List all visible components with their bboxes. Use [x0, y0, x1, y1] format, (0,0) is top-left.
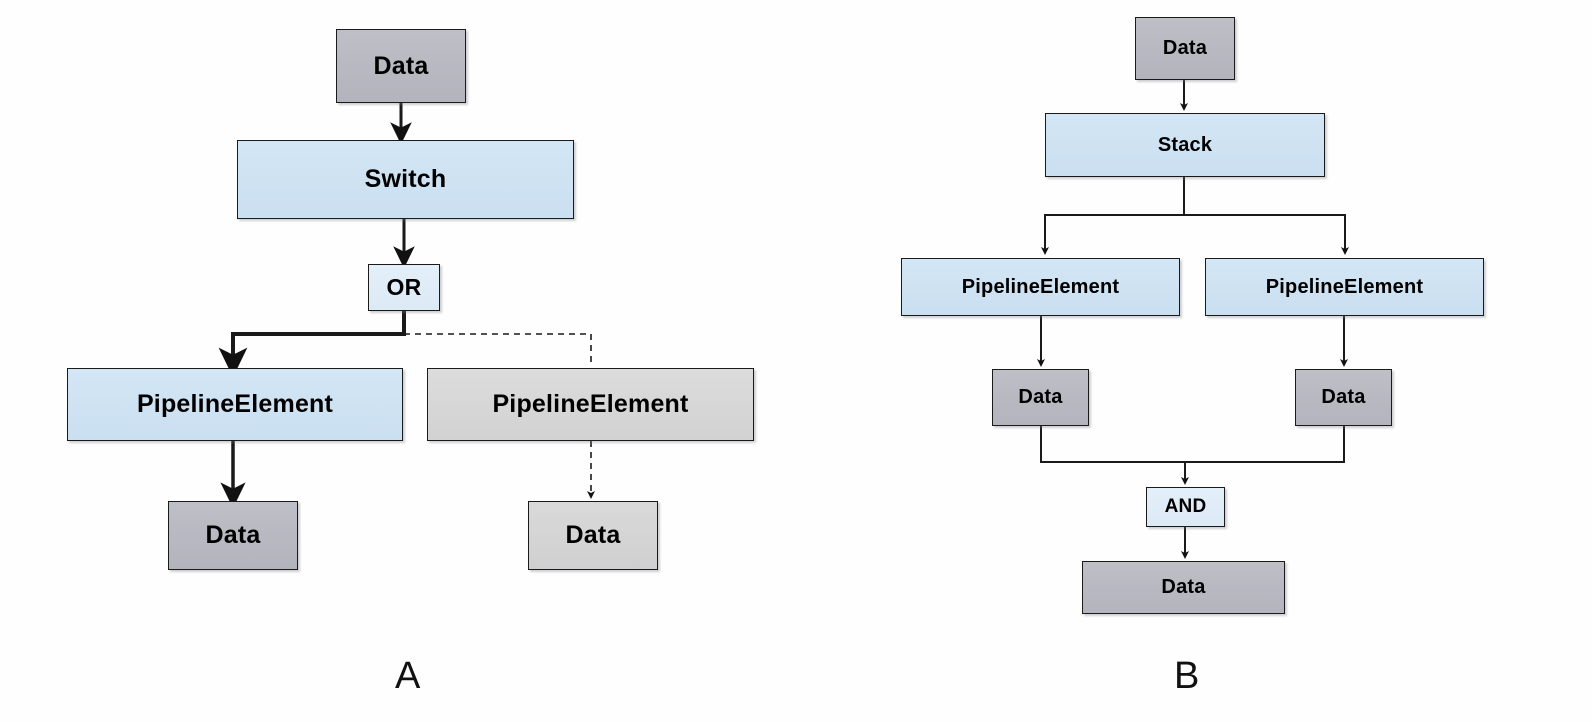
panel-b-node-data-output: Data [1082, 561, 1285, 614]
panel-b-node-data-top: Data [1135, 17, 1235, 80]
node-label: PipelineElement [1265, 275, 1424, 298]
node-label: Switch [364, 165, 447, 194]
panel-a-node-data-top: Data [336, 29, 466, 103]
node-label: Data [373, 51, 429, 80]
node-label: PipelineElement [492, 390, 689, 419]
node-label: PipelineElement [961, 275, 1120, 298]
panel-a-node-switch: Switch [237, 140, 574, 219]
node-label: Data [1162, 37, 1208, 59]
edge-b-data-right-to-and [1185, 426, 1345, 463]
panel-a-node-data-left: Data [168, 501, 298, 570]
node-label: Data [1161, 576, 1206, 598]
edge-b-stack-split-right [1184, 214, 1349, 255]
panel-b-node-pipelineelement-right: PipelineElement [1205, 258, 1484, 316]
panel-b-node-pipelineelement-left: PipelineElement [901, 258, 1180, 316]
node-label: Data [1018, 386, 1063, 408]
panel-a-node-or-gate: OR [368, 264, 440, 311]
panel-label-a: A [395, 655, 421, 697]
node-label: Data [1321, 386, 1366, 408]
panel-b-node-data-right: Data [1295, 369, 1392, 426]
panel-b-node-and-gate: AND [1146, 487, 1225, 527]
edge-b-stack-split [1041, 177, 1185, 255]
edge-a-or-to-pe-left [218, 311, 406, 378]
panel-a-node-data-right: Data [528, 501, 658, 570]
edge-a-or-to-pe-right [404, 333, 592, 362]
node-label: Stack [1157, 133, 1213, 156]
node-label: AND [1164, 496, 1207, 518]
panel-a-node-pipelineelement-right: PipelineElement [427, 368, 754, 441]
node-label: PipelineElement [136, 390, 334, 419]
panel-b-node-stack: Stack [1045, 113, 1325, 177]
node-label: OR [386, 274, 422, 301]
node-label: Data [205, 521, 261, 550]
panel-a-node-pipelineelement-left: PipelineElement [67, 368, 403, 441]
node-label: Data [565, 521, 621, 550]
edge-b-data-left-to-and [1040, 426, 1189, 485]
panel-label-b: B [1174, 655, 1200, 697]
panel-b-node-data-left: Data [992, 369, 1089, 426]
